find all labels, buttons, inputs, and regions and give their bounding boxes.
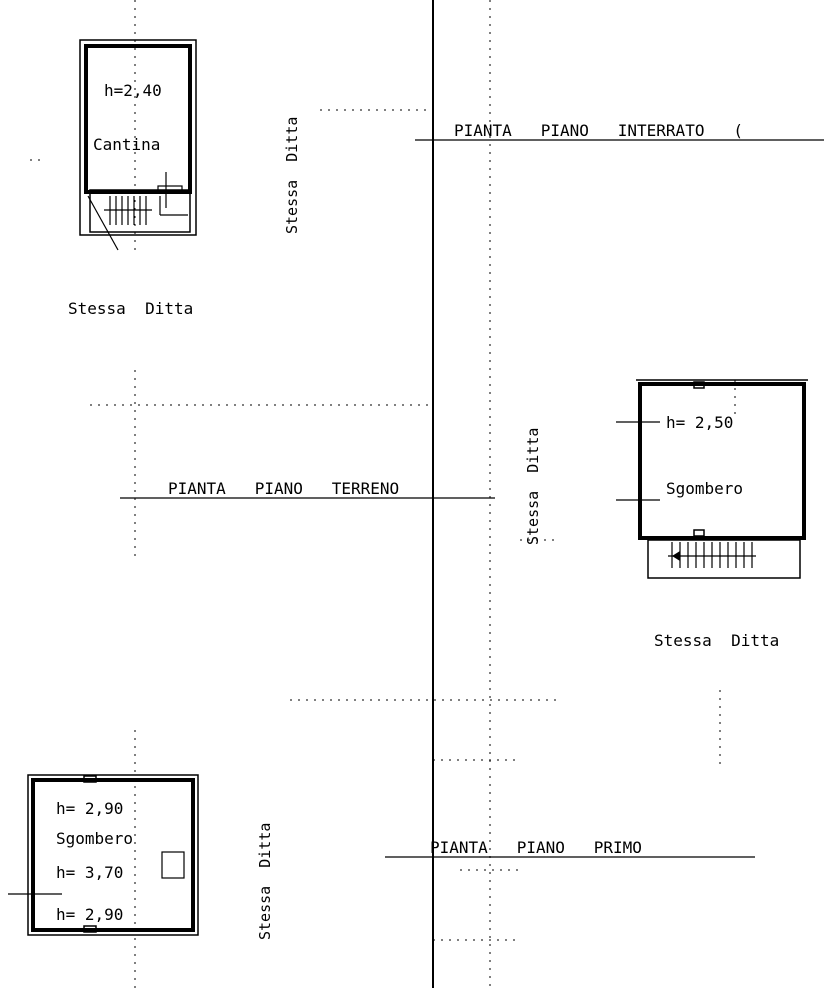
title-piano-primo: PIANTA PIANO PRIMO — [430, 838, 642, 857]
sgombero-primo-name-label: Sgombero — [56, 829, 133, 848]
neighbour-label-vertical-top: Stessa Ditta — [283, 117, 301, 234]
construction-grid — [30, 0, 736, 988]
sgombero-primo-height-1-label: h= 2,90 — [56, 799, 123, 818]
cantina-room — [79, 39, 197, 251]
sgombero-terreno-name-label: Sgombero — [666, 479, 743, 498]
title-piano-terreno: PIANTA PIANO TERRENO — [168, 479, 399, 498]
neighbour-label-vertical-middle: Stessa Ditta — [524, 428, 542, 545]
cantina-stair — [87, 195, 188, 251]
cantina-height-label: h=2,40 — [104, 81, 162, 100]
title-piano-interrato: PIANTA PIANO INTERRATO ( — [454, 121, 743, 140]
sgombero-terreno-room — [616, 379, 808, 579]
neighbour-label-vertical-bottom: Stessa Ditta — [256, 823, 274, 940]
sgombero-primo-height-2-label: h= 3,70 — [56, 863, 123, 882]
sgombero-primo-room — [8, 774, 199, 936]
sgombero-terreno-stair — [668, 542, 756, 568]
cantina-name-label: Cantina — [93, 135, 160, 154]
sgombero-primo-height-3-label: h= 2,90 — [56, 905, 123, 924]
sgombero-terreno-height-label: h= 2,50 — [666, 413, 733, 432]
neighbour-label-cantina: Stessa Ditta — [68, 299, 193, 318]
neighbour-label-terreno: Stessa Ditta — [654, 631, 779, 650]
